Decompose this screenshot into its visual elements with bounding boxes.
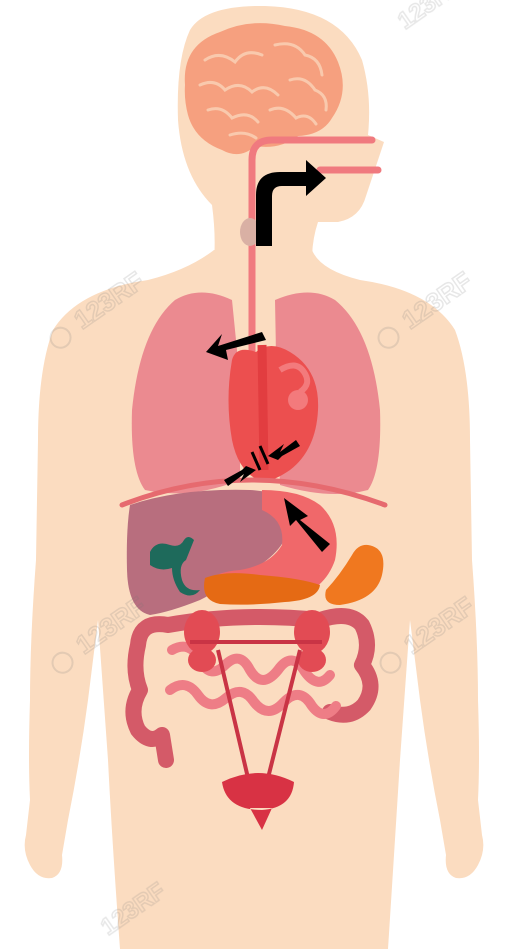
ureters — [190, 640, 322, 779]
spleen — [325, 544, 384, 605]
oral-passage — [248, 136, 382, 254]
pancreas — [204, 573, 320, 605]
arrows — [206, 160, 330, 552]
arrow-icon — [284, 498, 330, 552]
curved-arrow-icon — [256, 160, 326, 246]
watermark-logo — [377, 326, 400, 349]
watermark-logo — [49, 326, 72, 349]
watermark-logo — [51, 651, 74, 674]
watermark-text: 123RF — [393, 0, 468, 35]
diaphragm — [119, 477, 388, 508]
gallbladder — [150, 537, 200, 596]
arrow-icon — [224, 466, 256, 486]
watermark-logo — [379, 651, 402, 674]
sphincter-marks — [250, 445, 270, 471]
brain — [184, 23, 343, 155]
left-lung — [131, 292, 240, 494]
arrow-icon — [206, 332, 266, 360]
bladder — [222, 773, 294, 830]
liver — [126, 489, 292, 615]
thyroid — [240, 218, 260, 246]
arrow-icon — [268, 440, 300, 460]
